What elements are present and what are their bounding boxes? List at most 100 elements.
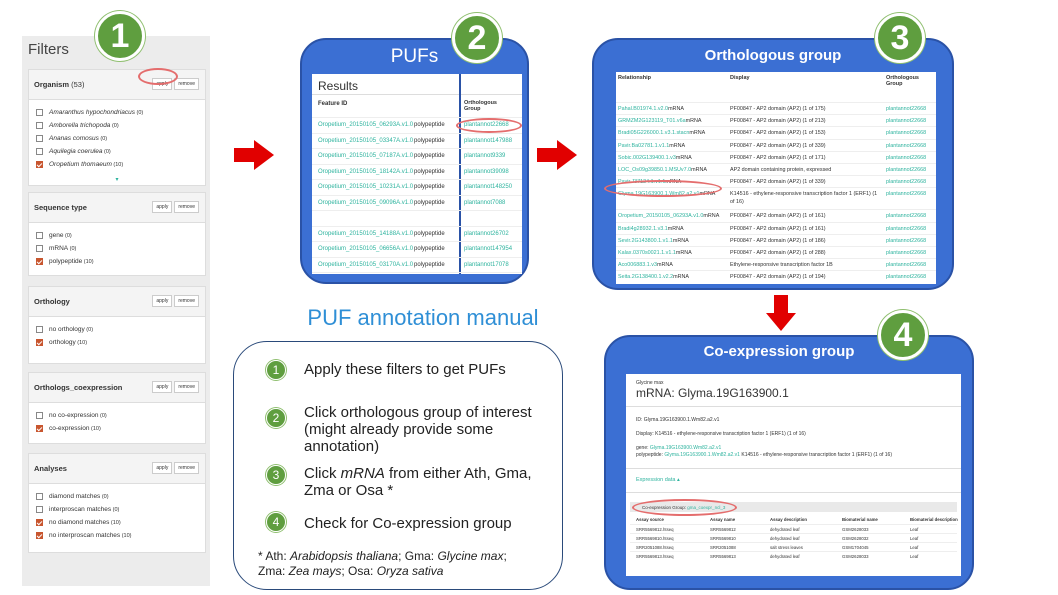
checkbox[interactable] [36, 122, 43, 129]
mrna-link[interactable]: Aco006883.1.v3 [618, 262, 657, 269]
checkbox[interactable] [36, 148, 43, 155]
feature-id-link[interactable]: Oropetium_20150105_07187A.v1.0 [318, 153, 414, 159]
og-link[interactable]: plantannot22668 [886, 262, 927, 269]
mrna-link[interactable]: Bradi05G226000.1.v3.1.stacn [618, 130, 690, 137]
og-link[interactable]: plantannot22668 [886, 130, 927, 137]
og-link[interactable]: plantannot22668 [886, 191, 927, 198]
mrna-link[interactable]: Pavir.Ba02781.1.v1.1 [618, 142, 670, 149]
filter-option-label: diamond matches [49, 493, 101, 500]
feature-id-link[interactable]: Oropetium_20150105_09096A.v1.0 [318, 199, 414, 206]
mrna-link[interactable]: LOC_Os09g39850.1.MSUv7.0 [618, 166, 692, 173]
gene-link[interactable]: Glyma.19G163900.Wm82.a2.v1 [649, 445, 722, 451]
checkbox[interactable] [36, 326, 43, 333]
filter-option[interactable]: Amborella trichopoda (0) [29, 119, 205, 132]
coexpression-content: Glycine max mRNA: Glyma.19G163900.1 ID: … [626, 374, 961, 576]
remove-button[interactable]: remove [174, 462, 199, 474]
apply-button[interactable]: apply [152, 381, 173, 393]
checkbox-checked[interactable] [36, 425, 43, 432]
gene-line: gene: Glyma.19G163900.Wm82.a2.v1 [636, 445, 722, 451]
mrna-link[interactable]: Pahal.B01974.1.v2.0 [618, 106, 669, 112]
filter-option[interactable]: Ananas comosus (0) [29, 132, 205, 145]
og-link[interactable]: plantannot7088 [464, 199, 506, 206]
og-link[interactable]: plantannot22668 [886, 225, 927, 232]
checkbox-checked[interactable] [36, 339, 43, 346]
mrna-link[interactable]: Kalax.0370s0021.1.v1.1 [618, 249, 676, 256]
filter-option[interactable]: no diamond matches (10) [29, 516, 205, 529]
filter-option[interactable]: Amaranthus hypochondriacus (0) [29, 106, 205, 119]
og-link[interactable]: plantannot22668 [886, 166, 927, 173]
polypeptide-link[interactable]: Glyma.19G163900.1.Wm82.a2.v1 [664, 452, 740, 458]
filter-option[interactable]: co-expression (10) [29, 422, 205, 435]
expression-data-link[interactable]: Expression data ▴ [636, 477, 680, 483]
feature-id-link[interactable]: Oropetium_20150105_24954A.v1.0 [318, 273, 413, 274]
apply-button[interactable]: apply [152, 462, 173, 474]
mrna-link[interactable]: Sevir.2G143800.1.v1.1 [618, 237, 673, 244]
relationship-cell: Seita.2G138400.1.v2.2mRNA [618, 274, 690, 281]
table-cell: SRR5569810.htseq [636, 536, 674, 541]
mrna-link[interactable]: GRMZM2G123119_T01.v6a [618, 118, 686, 125]
remove-button[interactable]: remove [174, 381, 199, 393]
checkbox-checked[interactable] [36, 519, 43, 526]
filter-option[interactable]: no co-expression (0) [29, 409, 205, 422]
og-link[interactable]: plantannot22668 [886, 118, 927, 125]
mrna-link[interactable]: Bradi4g28932.1.v3.1 [618, 225, 668, 232]
filter-option[interactable]: no orthology (0) [29, 323, 205, 336]
feature-id-link[interactable]: Oropetium_20150105_10231A.v1.0 [318, 184, 414, 190]
og-link[interactable]: plantannot22668 [886, 274, 927, 281]
feature-id-link[interactable]: Oropetium_20150105_14188A.v1.0 [318, 230, 414, 237]
mrna-link[interactable]: Oropetium_20150105_06293A.v1.0 [618, 213, 704, 220]
filter-option[interactable]: gene (0) [29, 229, 205, 242]
checkbox-checked[interactable] [36, 532, 43, 539]
og-link[interactable]: plantannot22668 [886, 213, 927, 220]
og-link[interactable]: plantannot147988 [464, 137, 513, 144]
filter-option[interactable]: Aquilegia coerulea (0) [29, 145, 205, 158]
checkbox[interactable] [36, 135, 43, 142]
table-cell: SRR2051088.htseq [636, 545, 674, 550]
filter-option[interactable]: mRNA (0) [29, 242, 205, 255]
apply-button[interactable]: apply [152, 201, 173, 213]
filter-option[interactable]: no interproscan matches (10) [29, 529, 205, 542]
feature-id-link[interactable]: Oropetium_20150105_03347A.v1.0 [318, 137, 414, 144]
feature-id-link[interactable]: Oropetium_20150105_06293A.v1.0 [318, 122, 414, 128]
og-link[interactable]: plantannot22668 [886, 142, 927, 149]
feature-id-link[interactable]: Oropetium_20150105_03170A.v1.0 [318, 261, 414, 268]
display-cell: PF00847 - AP2 domain (AP2) (1 of 175) [730, 106, 826, 112]
og-link[interactable]: plantannot147954 [464, 246, 513, 252]
feature-id-link[interactable]: Oropetium_20150105_18142A.v1.0 [318, 168, 414, 175]
remove-button[interactable]: remove [174, 295, 199, 307]
og-link[interactable]: plantannot9339 [464, 153, 506, 159]
filter-option[interactable]: polypeptide (10) [29, 255, 205, 268]
filter-option[interactable]: interproscan matches (0) [29, 503, 205, 516]
og-link[interactable]: plantannot22668 [886, 249, 927, 256]
og-link[interactable]: plantannot148250 [464, 184, 513, 190]
feature-id-link[interactable]: Oropetium_20150105_06656A.v1.0 [318, 246, 414, 252]
checkbox[interactable] [36, 506, 43, 513]
checkbox[interactable] [36, 232, 43, 239]
remove-button[interactable]: remove [174, 78, 199, 90]
expand-chevron-icon[interactable]: ▾ [115, 177, 119, 183]
checkbox[interactable] [36, 109, 43, 116]
checkbox[interactable] [36, 245, 43, 252]
og-link[interactable]: plantannot39098 [464, 168, 509, 175]
og-link[interactable]: plantannot22668 [886, 106, 927, 112]
filter-option[interactable]: diamond matches (0) [29, 490, 205, 503]
checkbox-checked[interactable] [36, 161, 43, 168]
og-link[interactable]: plantannot22668 [886, 237, 927, 244]
og-link[interactable]: plantannot21729 [464, 273, 509, 274]
checkbox-checked[interactable] [36, 258, 43, 265]
filter-option-label: no co-expression [49, 412, 99, 419]
checkbox[interactable] [36, 493, 43, 500]
og-link[interactable]: plantannot22668 [886, 179, 927, 186]
filter-option[interactable]: orthology (10) [29, 336, 205, 349]
apply-button[interactable]: apply [152, 295, 173, 307]
og-link[interactable]: plantannot22668 [886, 154, 927, 161]
checkbox[interactable] [36, 412, 43, 419]
mrna-link[interactable]: Seita.2G138400.1.v2.2 [618, 274, 674, 281]
remove-button[interactable]: remove [174, 201, 199, 213]
mrna-link[interactable]: Sobic.002G139400.1.v3 [618, 154, 676, 161]
filter-option[interactable]: Oropetium thomaeum (10) [29, 158, 205, 171]
og-link[interactable]: plantannot17078 [464, 261, 509, 268]
og-link[interactable]: plantannot26702 [464, 230, 509, 237]
